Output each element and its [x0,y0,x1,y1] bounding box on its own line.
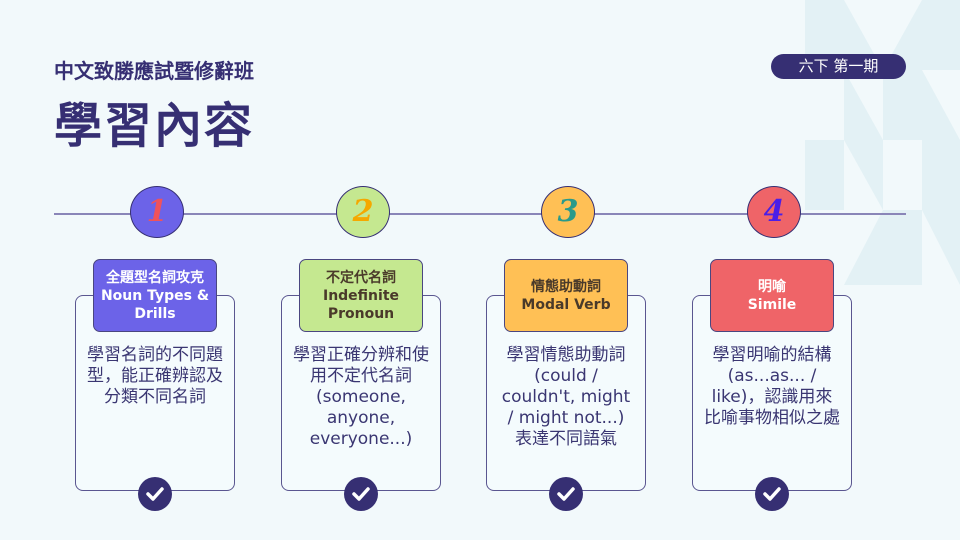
step-header: 情態助動詞 Modal Verb [504,259,628,332]
step-number: 4 [763,194,785,229]
course-name: 中文致勝應試暨修辭班 [54,59,254,83]
timeline-line [54,213,906,215]
step-header: 明喻 Simile [710,259,834,332]
step-title-en: Indefinite Pronoun [322,287,400,322]
check-icon [755,477,789,511]
step-description: 學習明喻的結構 (as...as... / like)，認識用來比喻事物相似之處 [704,345,840,428]
step-title-zh: 不定代名詞 [326,269,396,286]
step-number: 3 [557,194,579,229]
step-description: 學習情態助動詞 (could / couldn't, might / might… [501,345,631,449]
step-title-en: Noun Types & Drills [100,287,210,322]
step-number-circle: 1 [130,186,184,238]
step-number: 2 [352,194,374,229]
step-title-zh: 情態助動詞 [531,278,601,295]
step-description: 學習正確分辨和使用不定代名詞 (someone, anyone, everyon… [293,345,429,449]
decorative-triangles [805,0,960,285]
page-title: 學習內容 [54,98,255,154]
step-number-circle: 2 [336,186,390,238]
step-description: 學習名詞的不同題型，能正確辨認及分類不同名詞 [87,345,223,407]
step-header: 不定代名詞 Indefinite Pronoun [299,259,423,332]
step-header: 全題型名詞攻克 Noun Types & Drills [93,259,217,332]
check-icon [344,477,378,511]
step-number: 1 [146,194,168,229]
step-title-zh: 全題型名詞攻克 [106,269,204,286]
step-title-zh: 明喻 [758,278,786,295]
step-title-en: Modal Verb [521,296,611,313]
term-badge: 六下 第一期 [771,54,906,79]
step-number-circle: 3 [541,186,595,238]
step-number-circle: 4 [747,186,801,238]
check-icon [549,477,583,511]
check-icon [138,477,172,511]
step-title-en: Simile [747,296,797,313]
